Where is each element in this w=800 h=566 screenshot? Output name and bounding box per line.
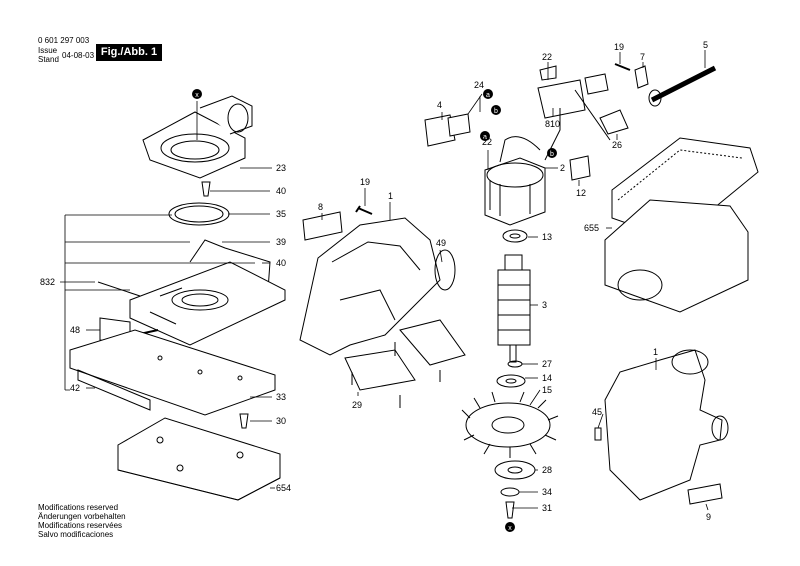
callout-45: 45 — [592, 407, 602, 417]
bearing-13-drawing — [502, 229, 528, 243]
callout-19-right: 19 — [614, 42, 624, 52]
callout-19-left: 19 — [360, 177, 370, 187]
capacitor-12-drawing — [569, 155, 591, 181]
leader-lines — [60, 50, 709, 511]
callout-31: 31 — [542, 503, 552, 513]
callout-655: 655 — [584, 223, 599, 233]
figure-label: Fig./Abb. 1 — [96, 44, 162, 61]
callout-15: 15 — [542, 385, 552, 395]
callout-13: 13 — [542, 232, 552, 242]
callout-1-left: 1 — [388, 191, 393, 201]
pin-45-drawing — [594, 427, 602, 441]
footer-line-es: Salvo modificaciones — [38, 530, 114, 539]
callout-29: 29 — [352, 400, 362, 410]
marker-a-1: a — [486, 92, 490, 99]
field-2-drawing — [484, 157, 546, 226]
issue-label: Issue — [38, 46, 58, 55]
pad-654-drawing — [117, 417, 281, 501]
footer-line-de: Änderungen vorbehalten — [38, 512, 126, 521]
callout-9: 9 — [706, 512, 711, 522]
bearing-28-drawing — [494, 460, 536, 480]
stand-label: Stand — [38, 55, 59, 64]
callout-5: 5 — [703, 40, 708, 50]
sanding-plate-drawing — [69, 329, 276, 416]
callout-30: 30 — [276, 416, 286, 426]
label-9-drawing — [687, 483, 723, 505]
housing-half-drawing — [299, 217, 441, 356]
doc-number: 0 601 297 003 — [38, 36, 90, 45]
screw-19-drawing — [355, 205, 373, 215]
marker-x: x — [195, 92, 199, 99]
callout-22-lower: 22 — [482, 137, 492, 147]
callout-654: 654 — [276, 483, 291, 493]
switch-810-drawing — [537, 65, 609, 119]
callout-8: 8 — [318, 202, 323, 212]
footer-line-en: Modifications reserved — [38, 503, 119, 512]
screw-31-drawing — [505, 501, 515, 519]
dust-box-655-drawing — [604, 137, 759, 313]
cord-clamp-49-drawing — [434, 249, 456, 291]
callout-49: 49 — [436, 238, 446, 248]
housing-assembly-drawing — [604, 349, 729, 501]
callout-26: 26 — [612, 140, 622, 150]
terminal-26-drawing — [599, 109, 629, 135]
bearing-14-drawing — [496, 374, 526, 388]
callout-7: 7 — [640, 52, 645, 62]
issue-date: 04-08-03 — [62, 51, 95, 60]
marker-b-2: b — [550, 151, 554, 158]
callout-40-top: 40 — [276, 186, 286, 196]
washer-34-drawing — [500, 487, 520, 497]
marker-a-2: a — [483, 134, 487, 141]
callout-14: 14 — [542, 373, 552, 383]
clamp-39-drawing — [189, 239, 271, 291]
callout-12: 12 — [576, 188, 586, 198]
base-plate-drawing — [97, 261, 286, 346]
callout-28: 28 — [542, 465, 552, 475]
callout-23: 23 — [276, 163, 286, 173]
screw-30-drawing — [239, 413, 249, 429]
callout-22-upper: 22 — [542, 52, 552, 62]
cord-drawing — [650, 65, 717, 103]
cord-grip-7-drawing — [634, 65, 649, 89]
fan-15-drawing — [461, 391, 559, 458]
callout-3: 3 — [542, 300, 547, 310]
bracket-29-drawing — [344, 319, 466, 408]
callout-34: 34 — [542, 487, 552, 497]
callout-810: 810 — [545, 119, 560, 129]
callout-labels: 23 40 35 39 40 832 48 42 33 30 654 19 1 … — [40, 40, 711, 522]
callout-42: 42 — [70, 383, 80, 393]
callout-33: 33 — [276, 392, 286, 402]
callout-39: 39 — [276, 237, 286, 247]
callout-27: 27 — [542, 359, 552, 369]
marker-x-2: x — [508, 525, 512, 532]
callout-40-bottom: 40 — [276, 258, 286, 268]
callout-832: 832 — [40, 277, 55, 287]
label-8-drawing — [302, 211, 343, 241]
footer-notes: Modifications reserved Änderungen vorbeh… — [38, 503, 126, 539]
footer-line-fr: Modifications reservées — [38, 521, 123, 530]
callout-24: 24 — [474, 80, 484, 90]
callout-35: 35 — [276, 209, 286, 219]
dust-adapter-drawing — [142, 95, 253, 179]
screw-40-drawing — [201, 181, 211, 197]
callout-4: 4 — [437, 100, 442, 110]
callout-48: 48 — [70, 325, 80, 335]
markers: x a b a b x — [192, 89, 557, 532]
callout-1-right: 1 — [653, 347, 658, 357]
callout-2: 2 — [560, 163, 565, 173]
marker-b-1: b — [494, 108, 498, 115]
armature-3-drawing — [497, 254, 531, 363]
